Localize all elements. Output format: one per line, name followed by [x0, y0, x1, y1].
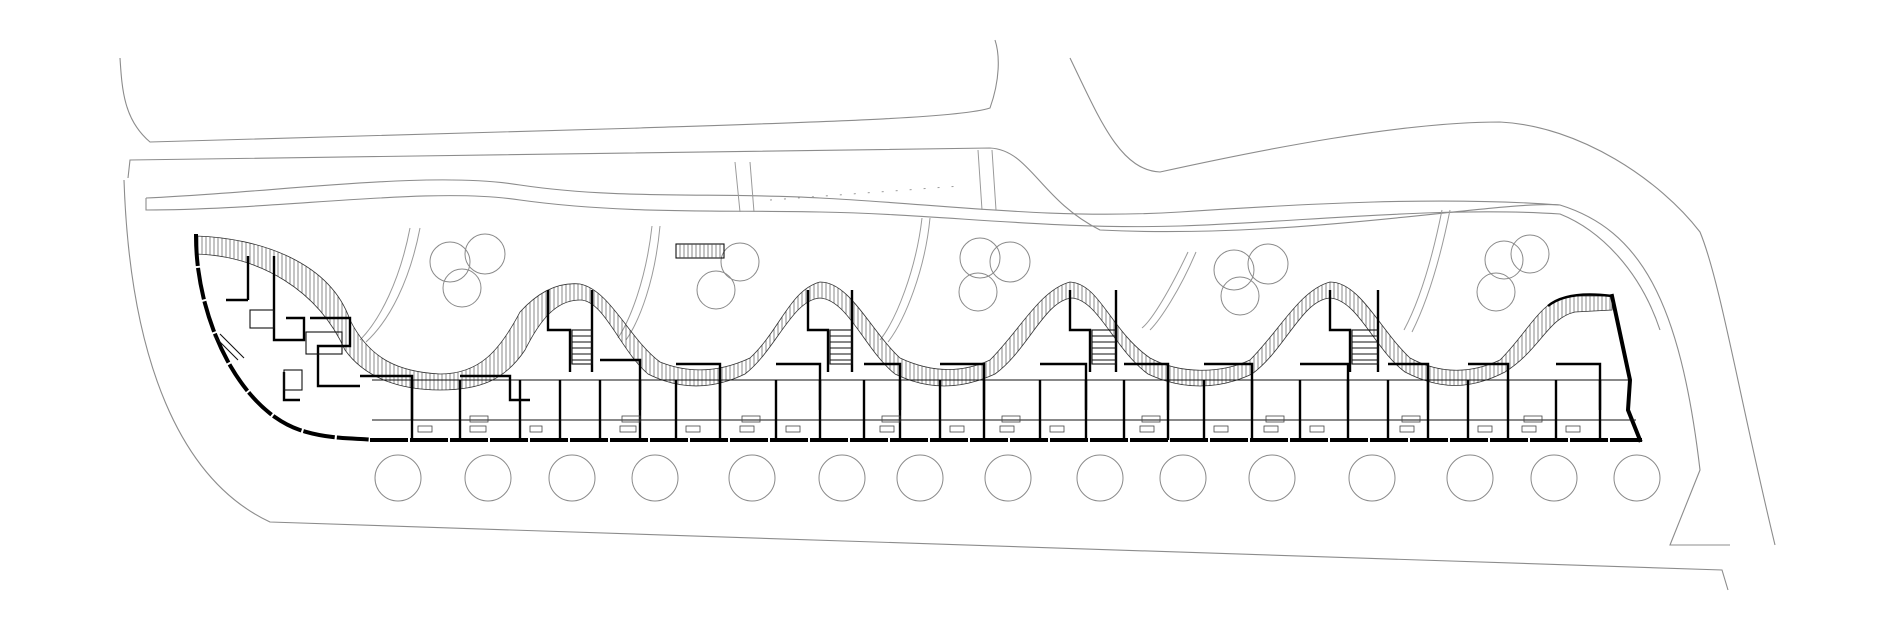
courtyard-stair: [675, 243, 725, 259]
site-boundary-lines: [119, 39, 1776, 591]
courtyard-trees: [429, 233, 1550, 316]
building-footprint: [193, 233, 1643, 443]
street-trees: [374, 454, 1661, 502]
courtyard-paths: [359, 209, 1451, 343]
